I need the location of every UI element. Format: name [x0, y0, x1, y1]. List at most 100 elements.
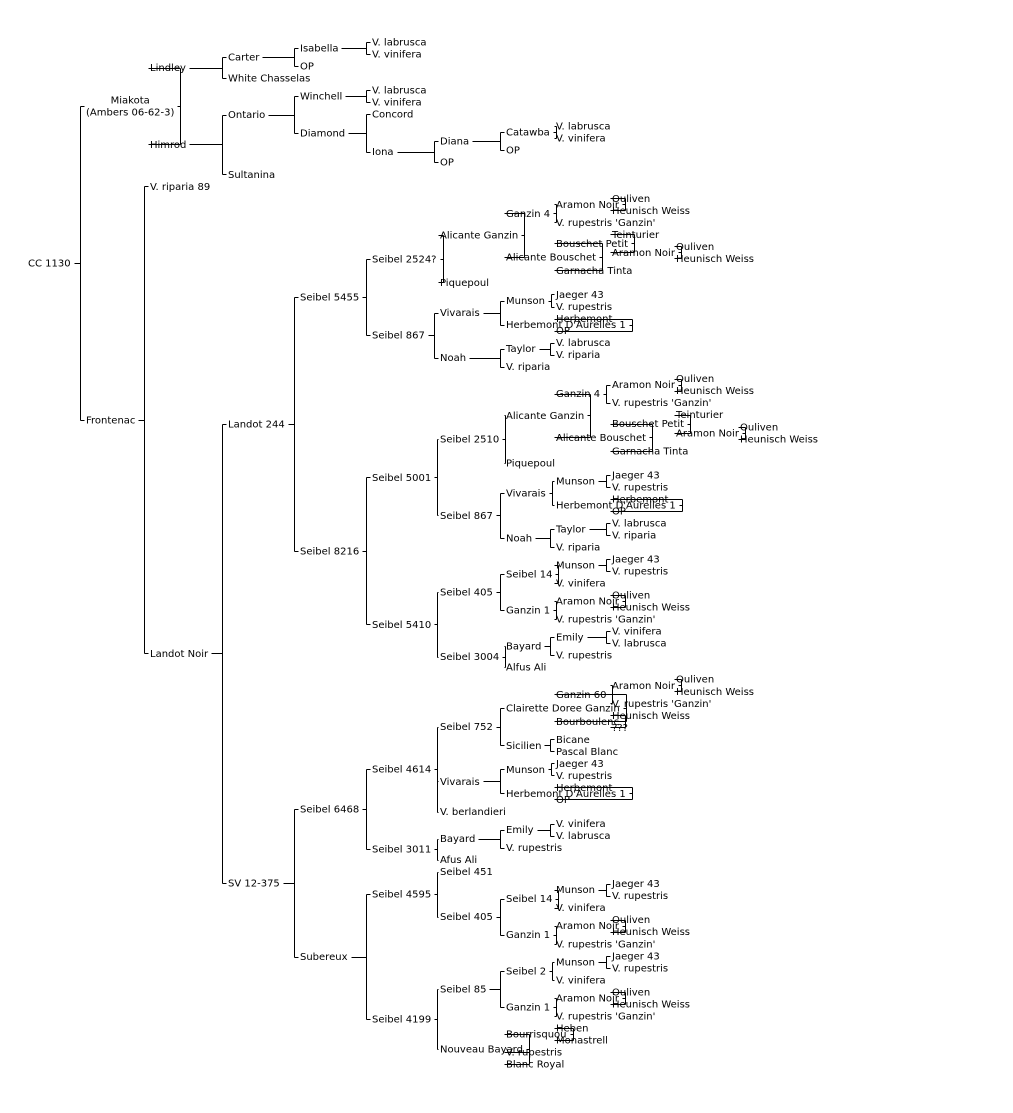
- node-label-bouschet-petit: Bouschet Petit: [612, 419, 684, 430]
- node-label-v-rupestris-ganzin: V. rupestris 'Ganzin': [556, 615, 655, 626]
- node-label-garnacha-tinta: Garnacha Tinta: [612, 446, 688, 457]
- node-label-seibel-6468: Seibel 6468: [300, 805, 359, 816]
- node-label-v-rupestris: V. rupestris: [612, 963, 668, 974]
- node-label-seibel-2524: Seibel 2524?: [372, 254, 437, 265]
- node-label-alicante-bouschet: Alicante Bouschet: [506, 252, 596, 263]
- node-label-heunisch-weiss: Heunisch Weiss: [676, 254, 754, 265]
- node-label-v-vinifera: V. vinifera: [372, 98, 422, 109]
- node-label-cc-1130: CC 1130: [28, 258, 71, 269]
- node-label-op: OP: [300, 62, 314, 73]
- node-label-seibel-8216: Seibel 8216: [300, 546, 359, 557]
- node-label-v-riparia: V. riparia: [556, 350, 600, 361]
- node-label-seibel-867: Seibel 867: [440, 511, 493, 522]
- node-label-alfus-ali: Alfus Ali: [506, 663, 546, 674]
- node-label-seibel-5455: Seibel 5455: [300, 292, 359, 303]
- node-label-v-rupestris-ganzin: V. rupestris 'Ganzin': [556, 939, 655, 950]
- node-label-landot-244: Landot 244: [228, 419, 285, 430]
- node-label-v-rupestris: V. rupestris: [612, 891, 668, 902]
- node-label-jaeger-43: Jaeger 43: [611, 951, 660, 962]
- node-label-pascal-blanc: Pascal Blanc: [556, 747, 618, 758]
- node-label-seibel-5001: Seibel 5001: [372, 473, 431, 484]
- node-label-: ???: [612, 723, 628, 734]
- node-label-munson: Munson: [506, 296, 545, 307]
- node-label-seibel-2510: Seibel 2510: [440, 435, 499, 446]
- node-label-carter: Carter: [228, 53, 260, 64]
- node-label-seibel-4199: Seibel 4199: [372, 1014, 431, 1025]
- node-label-alicante-ganzin: Alicante Ganzin: [440, 231, 518, 242]
- node-label-alicante-bouschet: Alicante Bouschet: [556, 433, 646, 444]
- node-label-sultanina: Sultanina: [228, 170, 275, 181]
- node-label-bayard: Bayard: [440, 834, 475, 845]
- node-label-monastrell: Monastrell: [556, 1035, 608, 1046]
- node-label-ganzin-1: Ganzin 1: [506, 930, 550, 941]
- node-label-heunisch-weiss: Heunisch Weiss: [740, 434, 818, 445]
- node-label-v-berlandieri: V. berlandieri: [440, 807, 506, 818]
- node-label-ouliven: Ouliven: [740, 422, 778, 433]
- node-label-vivarais: Vivarais: [506, 488, 546, 499]
- node-label-bouschet-petit: Bouschet Petit: [556, 239, 628, 250]
- node-label-jaeger-43: Jaeger 43: [611, 470, 660, 481]
- node-label-ganzin-1: Ganzin 1: [506, 606, 550, 617]
- node-label-herbemont: Herbemont: [556, 314, 612, 325]
- node-label-ganzin-60: Ganzin 60: [556, 690, 606, 701]
- node-label-v-riparia: V. riparia: [556, 542, 600, 553]
- node-label-bourrisquou: Bourrisquou: [506, 1029, 567, 1040]
- node-label-white-chasselas: White Chasselas: [228, 74, 310, 85]
- node-label-ouliven: Ouliven: [612, 194, 650, 205]
- node-label-herbemont-d-aurelles-1: Herbemont D'Aurelles 1: [556, 500, 676, 511]
- node-label-heunisch-weiss: Heunisch Weiss: [612, 206, 690, 217]
- node-label-sv-12-375: SV 12-375: [228, 878, 280, 889]
- node-label-ouliven: Ouliven: [612, 591, 650, 602]
- node-label-v-rupestris: V. rupestris: [506, 1047, 562, 1058]
- node-label-taylor: Taylor: [555, 524, 586, 535]
- node-label-heunisch-weiss: Heunisch Weiss: [676, 386, 754, 397]
- node-label-op: OP: [612, 506, 626, 517]
- node-label-ganzin-1: Ganzin 1: [506, 1002, 550, 1013]
- node-label-heunisch-weiss: Heunisch Weiss: [612, 927, 690, 938]
- node-label-ouliven: Ouliven: [612, 915, 650, 926]
- node-label-sicilien: Sicilien: [506, 741, 541, 752]
- node-label-ouliven: Ouliven: [612, 987, 650, 998]
- node-label-v-vinifera: V. vinifera: [612, 627, 662, 638]
- node-label-v-rupestris-ganzin: V. rupestris 'Ganzin': [556, 218, 655, 229]
- node-label-v-riparia-89: V. riparia 89: [150, 182, 210, 193]
- node-label-blanc-royal: Blanc Royal: [506, 1060, 564, 1071]
- node-label-diamond: Diamond: [300, 128, 345, 139]
- node-label-v-rupestris: V. rupestris: [506, 843, 562, 854]
- node-label-bicane: Bicane: [556, 735, 590, 746]
- node-label-v-riparia: V. riparia: [612, 530, 656, 541]
- node-label-diana: Diana: [440, 137, 469, 148]
- tree-connectors: [74, 42, 746, 1065]
- node-label-heben: Heben: [556, 1023, 589, 1034]
- node-label-emily: Emily: [506, 825, 534, 836]
- node-label-v-labrusca: V. labrusca: [556, 122, 610, 133]
- node-label-aramon-noir: Aramon Noir: [612, 248, 676, 259]
- node-label-heunisch-weiss: Heunisch Weiss: [676, 687, 754, 698]
- node-label-seibel-85: Seibel 85: [440, 984, 486, 995]
- node-label-heunisch-weiss: Heunisch Weiss: [612, 999, 690, 1010]
- node-label-munson: Munson: [556, 957, 595, 968]
- node-label-landot-noir: Landot Noir: [150, 649, 209, 660]
- node-label-jaeger-43: Jaeger 43: [611, 879, 660, 890]
- node-label-v-rupestris-ganzin: V. rupestris 'Ganzin': [612, 398, 711, 409]
- node-label-himrod: Himrod: [150, 140, 186, 151]
- node-label-seibel-451: Seibel 451: [440, 867, 493, 878]
- node-label-v-rupestris-ganzin: V. rupestris 'Ganzin': [612, 699, 711, 710]
- node-label-vivarais: Vivarais: [440, 777, 480, 788]
- node-label-op: OP: [556, 795, 570, 806]
- node-label-munson: Munson: [556, 885, 595, 896]
- node-label-noah: Noah: [506, 533, 532, 544]
- node-label-seibel-5410: Seibel 5410: [372, 620, 431, 631]
- node-label-v-vinifera: V. vinifera: [556, 579, 606, 590]
- node-label-op: OP: [556, 326, 570, 337]
- node-label-ouliven: Ouliven: [676, 675, 714, 686]
- node-label-bourboulenc: Bourboulenc: [556, 717, 619, 728]
- node-label-v-vinifera: V. vinifera: [556, 134, 606, 145]
- node-label-seibel-14: Seibel 14: [506, 894, 552, 905]
- node-label-v-labrusca: V. labrusca: [372, 38, 426, 49]
- node-label-winchell: Winchell: [300, 92, 342, 103]
- node-label-ouliven: Ouliven: [676, 242, 714, 253]
- node-label-v-labrusca: V. labrusca: [612, 639, 666, 650]
- node-label-teinturier: Teinturier: [675, 410, 724, 421]
- node-label-v-labrusca: V. labrusca: [556, 338, 610, 349]
